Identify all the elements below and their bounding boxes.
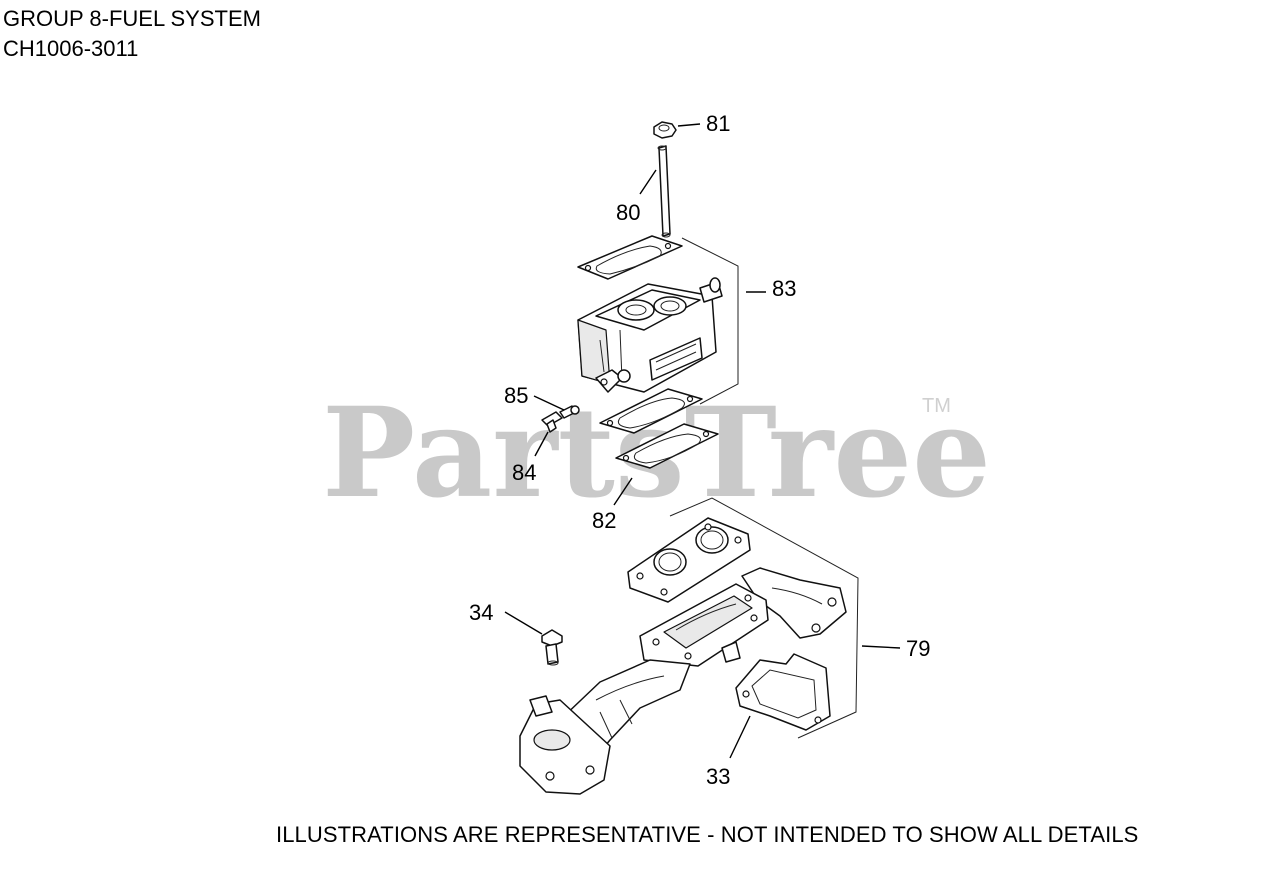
part-79-intake-manifold[interactable]	[519, 567, 847, 795]
part-83-carburetor-assembly[interactable]	[577, 235, 723, 393]
callout-84[interactable]: 84	[512, 460, 536, 485]
engine-model-number: CH1006-3011	[3, 36, 139, 61]
callout-83[interactable]: 83	[772, 276, 796, 301]
part-84-fitting[interactable]	[541, 411, 563, 433]
part-34-bolt[interactable]	[541, 629, 563, 666]
illustration-disclaimer: ILLUSTRATIONS ARE REPRESENTATIVE - NOT I…	[276, 822, 1139, 847]
callout-33[interactable]: 33	[706, 764, 730, 789]
part-79-intake-adapter-plate[interactable]	[627, 517, 751, 603]
leader-lines	[504, 123, 901, 759]
diagram-group-title: GROUP 8-FUEL SYSTEM	[3, 6, 261, 31]
part-80-stud[interactable]	[657, 145, 671, 238]
watermark-trademark: TM	[922, 395, 951, 417]
assembly-bracket-lines	[669, 237, 859, 739]
part-33-manifold-gasket[interactable]	[735, 653, 831, 731]
callout-81[interactable]: 81	[706, 111, 730, 136]
part-85-screw[interactable]	[559, 405, 580, 419]
part-81-nut[interactable]	[653, 121, 677, 139]
callout-85[interactable]: 85	[504, 383, 528, 408]
callout-80[interactable]: 80	[616, 200, 640, 225]
part-82-gaskets[interactable]	[599, 388, 719, 469]
callout-79[interactable]: 79	[906, 636, 930, 661]
callout-82[interactable]: 82	[592, 508, 616, 533]
callout-34[interactable]: 34	[469, 600, 493, 625]
